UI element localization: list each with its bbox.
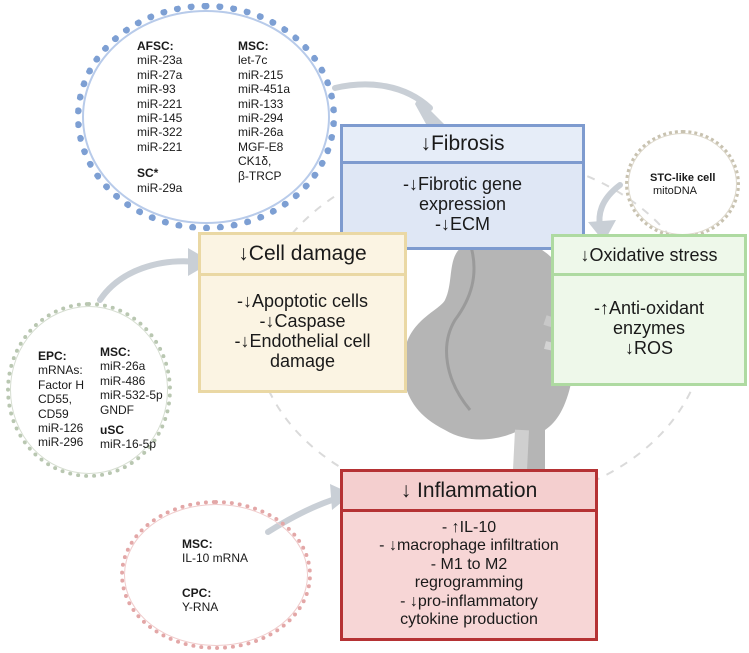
fibrosis-box: ↓Fibrosis -↓Fibrotic gene expression -↓E…	[340, 124, 585, 250]
inflammation-title: ↓ Inflammation	[343, 472, 595, 512]
vesicle-item: miR-215	[238, 67, 284, 82]
vesicle-top	[75, 3, 337, 231]
vesicle-item: miR-133	[238, 96, 284, 111]
vesicle-item: IL-10 mRNA	[182, 551, 249, 566]
vesicle-item: miR-29a	[137, 180, 183, 195]
vesicle-item: Y-RNA	[182, 600, 219, 615]
vesicle-item: mitoDNA	[653, 185, 698, 197]
vesicle-heading: STC-like cell	[650, 172, 716, 184]
cell-damage-title: ↓Cell damage	[201, 235, 404, 276]
vesicle-top-col2: MSC: let-7c miR-215 miR-451a miR-133 miR…	[238, 39, 290, 183]
vesicle-heading: MSC:	[182, 537, 213, 551]
oxidative-stress-title: ↓Oxidative stress	[554, 237, 744, 276]
vesicle-item: GNDF	[100, 402, 134, 417]
arrow-left	[97, 258, 201, 303]
vesicle-item: Factor H	[38, 377, 85, 392]
vesicle-item: mRNAs:	[38, 363, 83, 378]
inflammation-box: ↓ Inflammation - ↑IL-10 - ↓macrophage in…	[340, 469, 598, 641]
vesicle-item: miR-16-5p	[100, 437, 157, 452]
vesicle-item: miR-532-5p	[100, 388, 163, 403]
vesicle-item: CK1δ,	[238, 154, 272, 169]
vesicle-item: let-7c	[238, 53, 268, 68]
vesicle-item: miR-93	[137, 82, 176, 97]
oxidative-stress-body: -↑Anti-oxidant enzymes ↓ROS	[554, 276, 744, 380]
vesicle-left-col1: EPC: mRNAs: Factor H CD55, CD59 miR-126 …	[38, 349, 84, 450]
vesicle-item: miR-23a	[137, 53, 183, 68]
fibrosis-title: ↓Fibrosis	[343, 127, 582, 164]
vesicle-heading: CPC:	[182, 585, 212, 600]
inflammation-line: regrogramming	[414, 574, 524, 591]
inflammation-body: - ↑IL-10 - ↓macrophage infiltration - M1…	[343, 512, 595, 636]
vesicle-item: miR-294	[238, 111, 284, 126]
vesicle-heading: uSC	[100, 423, 124, 438]
inflammation-line: - ↑IL-10	[441, 518, 497, 536]
cell-damage-line: -↓Caspase	[259, 311, 346, 331]
vesicle-item: miR-27a	[137, 67, 183, 82]
vesicle-item: miR-221	[137, 139, 183, 154]
vesicle-right-col1: STC-like cell mitoDNA	[650, 172, 715, 198]
vesicle-heading: MSC:	[238, 39, 269, 53]
vesicle-item: miR-322	[137, 125, 183, 140]
vesicle-item: miR-145	[137, 111, 183, 126]
vesicle-top-col1: AFSC: miR-23a miR-27a miR-93 miR-221 miR…	[137, 39, 182, 195]
arrowhead-top	[415, 98, 444, 124]
cell-damage-box: ↓Cell damage -↓Apoptotic cells -↓Caspase…	[198, 232, 407, 393]
arrowhead-right	[588, 220, 616, 242]
cell-damage-line: damage	[269, 351, 336, 371]
vesicle-left	[6, 302, 172, 478]
cell-damage-line: -↓Endothelial cell	[234, 331, 371, 351]
vesicle-item: β-TRCP	[238, 168, 282, 183]
inflammation-line: - ↓pro-inflammatory	[400, 592, 538, 610]
vesicle-item: miR-451a	[238, 82, 291, 97]
vesicle-item: CD55,	[38, 392, 73, 407]
fibrosis-line: -↓Fibrotic gene	[402, 174, 523, 194]
oxidative-stress-line: -↑Anti-oxidant	[593, 298, 705, 318]
vesicle-heading: MSC:	[100, 345, 131, 359]
vesicle-heading: EPC:	[38, 349, 67, 363]
vesicle-item: MGF-E8	[238, 139, 284, 154]
vesicle-item: miR-126	[38, 421, 84, 436]
vesicle-item: miR-221	[137, 96, 183, 111]
vesicle-item: miR-26a	[100, 359, 146, 374]
vesicle-heading: SC*	[137, 166, 159, 181]
cell-damage-body: -↓Apoptotic cells -↓Caspase -↓Endothelia…	[201, 276, 404, 386]
vesicle-left-col2: MSC: miR-26a miR-486 miR-532-5p GNDF uSC…	[100, 345, 163, 452]
vesicle-item: miR-296	[38, 435, 84, 450]
cell-damage-line: -↓Apoptotic cells	[236, 291, 369, 311]
vesicle-bottom	[120, 500, 312, 650]
fibrosis-line: expression	[418, 194, 507, 214]
fibrosis-body: -↓Fibrotic gene expression -↓ECM	[343, 164, 582, 244]
vesicle-item: miR-26a	[238, 125, 284, 140]
oxidative-stress-box: ↓Oxidative stress -↑Anti-oxidant enzymes…	[551, 234, 747, 386]
vesicle-item: CD59	[38, 406, 69, 421]
oxidative-stress-line: enzymes	[612, 318, 686, 338]
vesicle-item: miR-486	[100, 373, 146, 388]
inflammation-line: - M1 to M2	[430, 555, 508, 573]
vesicle-bottom-col1: MSC: IL-10 mRNA CPC: Y-RNA	[182, 537, 248, 615]
vesicle-heading: AFSC:	[137, 39, 174, 53]
arrow-top	[332, 81, 433, 111]
inflammation-line: cytokine production	[400, 611, 538, 628]
fibrosis-line: -↓ECM	[435, 214, 490, 234]
oxidative-stress-line: ↓ROS	[624, 338, 673, 358]
inflammation-line: - ↓macrophage infiltration	[379, 537, 559, 554]
